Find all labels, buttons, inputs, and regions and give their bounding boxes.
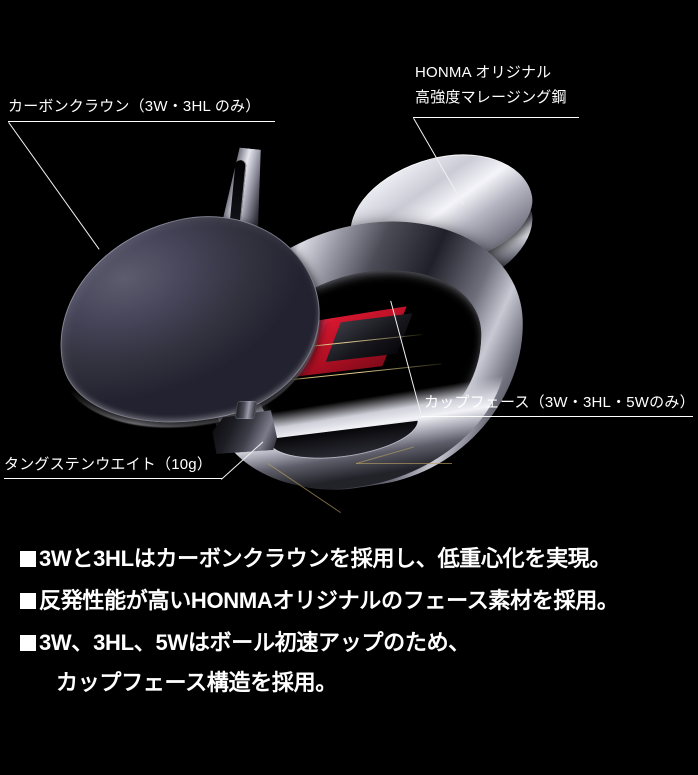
callout-cup-face-label: カップフェース（3W・3HL・5Wのみ） [424, 390, 695, 415]
callout-carbon-crown-label: カーボンクラウン（3W・3HL のみ） [8, 94, 260, 119]
callout-maraging-line2: 高強度マレージング鋼 [415, 89, 567, 106]
feature-list: 3Wと3HLはカーボンクラウンを採用し、低重心化を実現。 反発性能が高いHONM… [20, 538, 680, 702]
feature-item-1-text: 3Wと3HLはカーボンクラウンを採用し、低重心化を実現。 [39, 546, 612, 571]
callout-maraging-label: HONMA オリジナル 高強度マレージング鋼 [415, 60, 567, 110]
callout-tungsten-text: タングステンウエイト（10g） [4, 456, 213, 473]
bullet-square-icon [20, 551, 36, 567]
feature-item-2-text: 反発性能が高いHONMAオリジナルのフェース素材を採用。 [39, 588, 619, 613]
callout-carbon-crown-text: カーボンクラウン（3W・3HL のみ） [8, 98, 261, 115]
feature-item-3-continuation-text: カップフェース構造を採用。 [56, 670, 338, 695]
exploded-club-diagram [0, 127, 698, 514]
bullet-square-icon [20, 593, 36, 609]
feature-item-3-text: 3W、3HL、5Wはボール初速アップのため、 [39, 630, 470, 655]
tungsten-weight-post [234, 401, 258, 419]
callout-carbon-crown-rule [8, 121, 275, 122]
bullet-square-icon [20, 635, 36, 651]
feature-item-3-continuation: カップフェース構造を採用。 [20, 664, 680, 702]
callout-tungsten-label: タングステンウエイト（10g） [4, 452, 212, 477]
callout-maraging-rule [413, 117, 579, 118]
assembly-guide-right [356, 463, 452, 464]
callout-cup-face-rule [421, 416, 693, 417]
feature-item-1: 3Wと3HLはカーボンクラウンを採用し、低重心化を実現。 [20, 538, 680, 580]
callout-maraging-line1: HONMA オリジナル [415, 64, 552, 81]
callout-tungsten-rule [4, 478, 222, 479]
callout-cup-face-text: カップフェース（3W・3HL・5Wのみ） [424, 394, 695, 411]
feature-item-3: 3W、3HL、5Wはボール初速アップのため、 [20, 622, 680, 664]
feature-item-2: 反発性能が高いHONMAオリジナルのフェース素材を採用。 [20, 580, 680, 622]
